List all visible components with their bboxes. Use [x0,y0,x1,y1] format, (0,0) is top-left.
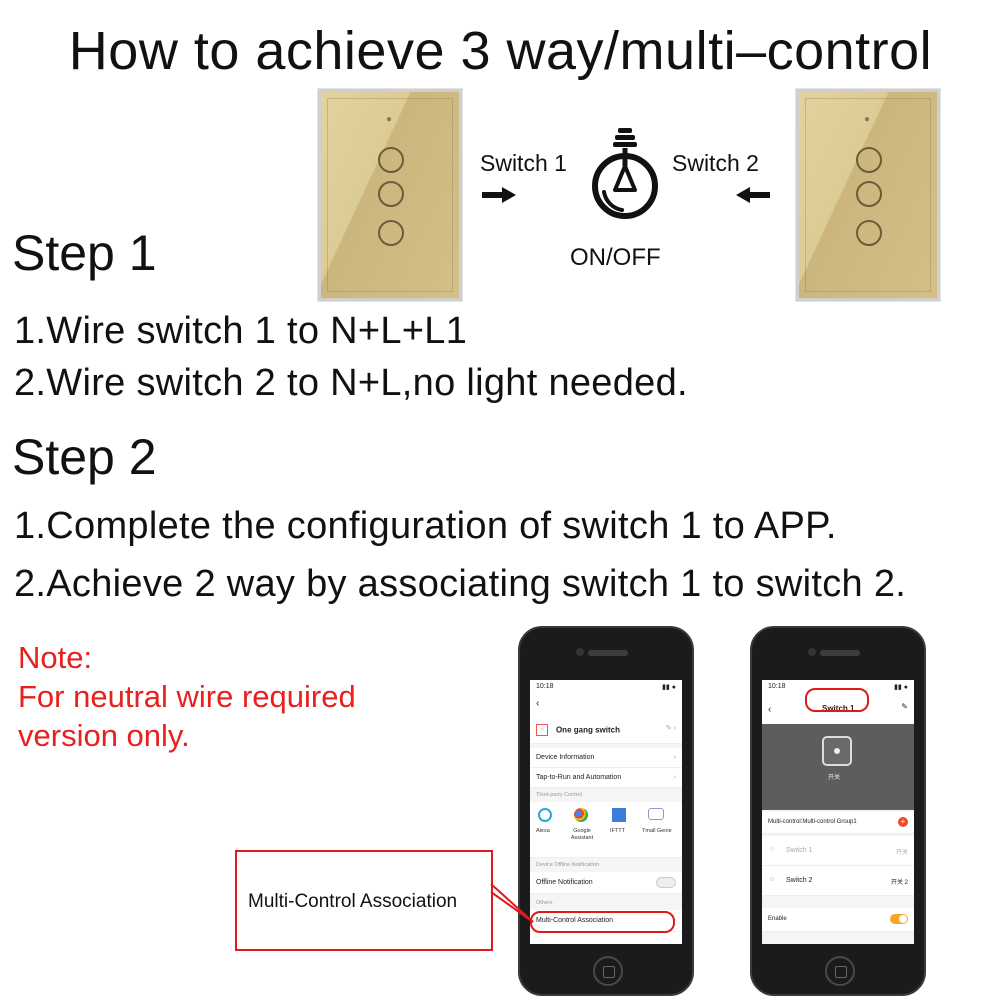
device-panel: 开关 [762,724,914,810]
touch-button-icon [856,181,882,207]
others-section-label: Others [536,900,553,906]
step-1-line-1: 1.Wire switch 1 to N+L+L1 [14,310,468,352]
group-item-switch-1[interactable]: ○ Switch 1 开关 [762,836,914,866]
device-icon: ○ [536,724,548,736]
status-time: 10:18 [768,683,786,690]
status-time: 10:18 [536,683,554,690]
callout-box [235,850,493,951]
switch-title: Switch 1 [822,704,855,713]
group-item-switch-2[interactable]: ○ Switch 2 开关 2 [762,866,914,896]
touch-button-icon [378,181,404,207]
step-1-line-2: 2.Wire switch 2 to N+L,no light needed. [14,362,688,404]
ifttt-icon[interactable] [612,808,626,822]
touch-button-icon [378,220,404,246]
step-2-line-2: 2.Achieve 2 way by associating switch 1 … [14,563,907,605]
tap-to-run-row[interactable]: Tap-to-Run and Automation› [530,768,682,788]
enable-row: Enable [762,908,914,932]
offline-notification-toggle[interactable] [656,877,676,888]
phone-2-screen: 10:18 ▮▮ ● ‹ Switch 1 ✎ 开关 Multi-control… [762,680,914,944]
callout-label: Multi-Control Association [248,891,458,912]
switch-icon: ○ [770,846,775,853]
add-icon[interactable]: + [898,817,908,827]
device-name: One gang switch [555,725,620,735]
note-line-1: For neutral wire required [18,679,356,714]
back-button[interactable]: ‹ [768,704,772,715]
switch-icon: ○ [770,876,775,883]
back-button[interactable]: ‹ [530,694,682,714]
wifi-indicator-icon: ● [864,114,871,125]
arrow-right-icon [482,187,516,203]
note-line-2: version only. [18,718,190,753]
offline-notification-row: Offline Notification [530,872,682,894]
group-label: Multi-control:Multi-control Group1 [768,819,857,825]
switch-1-label: Switch 1 [480,150,567,176]
phone-2: 10:18 ▮▮ ● ‹ Switch 1 ✎ 开关 Multi-control… [750,626,926,996]
phone-1-screen: 10:18 ▮▮ ● ‹ ○ One gang switch ✎ › Devic… [530,680,682,944]
device-icon[interactable] [822,736,852,766]
switch-panel-2: ● [796,89,940,301]
switch-2-label: Switch 2 [672,150,759,176]
touch-button-icon [378,147,404,173]
home-button[interactable] [593,956,623,986]
device-information-row[interactable]: Device Information› [530,748,682,768]
touch-button-icon [856,220,882,246]
status-icons: ▮▮ ● [662,684,676,691]
offline-section-label: Device Offline Notification [536,862,599,868]
phone-1: 10:18 ▮▮ ● ‹ ○ One gang switch ✎ › Devic… [518,626,694,996]
enable-toggle[interactable] [890,914,908,924]
page-title: How to achieve 3 way/multi–control [68,21,933,81]
step-2-line-1: 1.Complete the configuration of switch 1… [14,505,837,547]
google-assistant-icon[interactable] [574,808,588,822]
third-party-row: Alexa Google Assistant IFTTT Tmall Genie [530,802,682,858]
arrow-left-icon [736,187,770,203]
highlight-ring [530,911,675,933]
title-highlight-ring [805,688,869,712]
edit-icon[interactable]: ✎ [901,702,908,711]
step-2-heading: Step 2 [12,429,157,485]
tmall-genie-icon[interactable] [648,808,664,820]
edit-icon[interactable]: ✎ › [665,725,676,732]
touch-button-icon [856,147,882,173]
alexa-icon[interactable] [538,808,552,822]
callout-connector [490,883,534,923]
switch-panel-1: ● [318,89,462,301]
step-1-heading: Step 1 [12,225,157,281]
light-bulb-icon [592,128,658,219]
home-button[interactable] [825,956,855,986]
wifi-indicator-icon: ● [386,114,393,125]
on-off-label: ON/OFF [570,244,661,271]
third-party-section-label: Third-party Control [536,792,582,798]
status-icons: ▮▮ ● [894,684,908,691]
device-caption: 开关 [828,775,841,781]
note-label: Note: [18,640,93,675]
